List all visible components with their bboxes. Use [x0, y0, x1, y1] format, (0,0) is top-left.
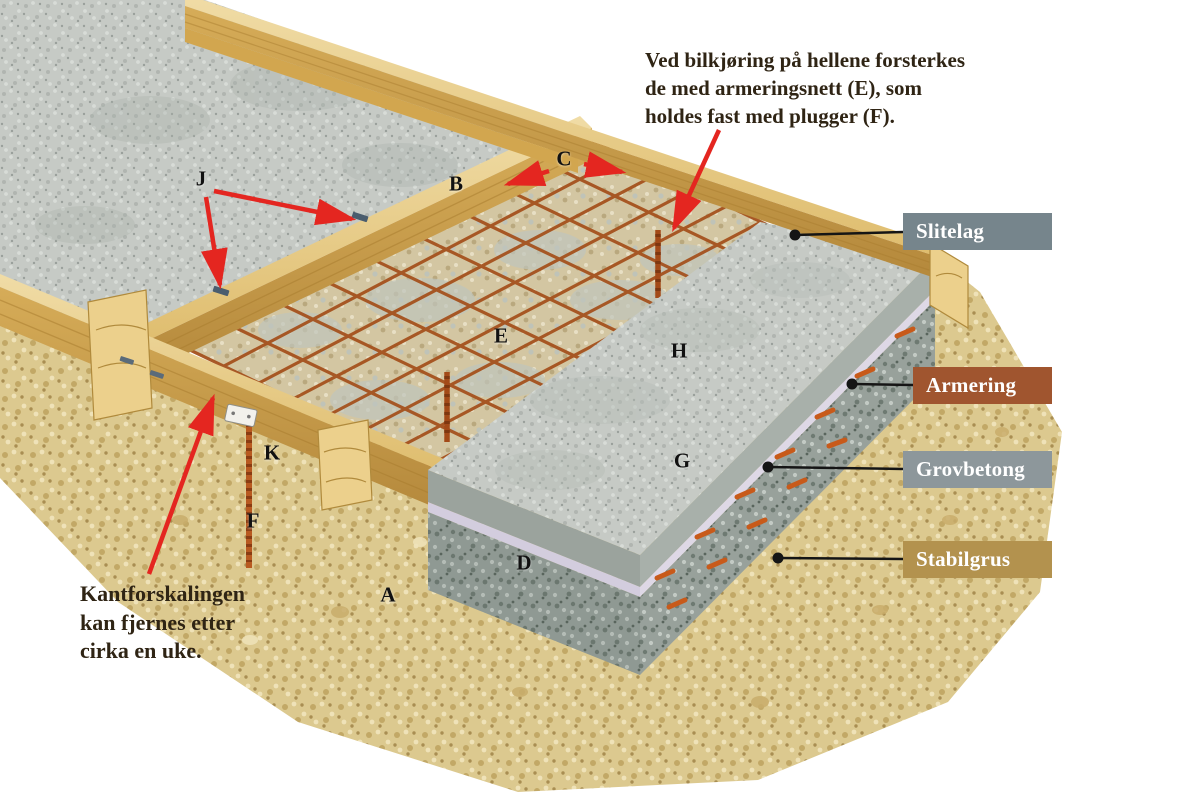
arrow-J-right: [213, 188, 357, 226]
part-label-C: C: [556, 146, 572, 171]
formwork-note: Kantforskalingen kan fjernes etter cirka…: [80, 581, 246, 664]
arrow-C-left: [503, 160, 550, 187]
stabilgrus-dot: [772, 552, 784, 564]
driving-note: Ved bilkjøring på hellene forsterkes de …: [645, 48, 966, 129]
layer-badge-slitelag: Slitelag: [903, 213, 1052, 250]
layer-badge-grovbetong: Grovbetong: [903, 451, 1052, 488]
white-clip: [224, 403, 258, 427]
far-formwork-rail: [184, 0, 969, 330]
grovbetong-dot: [762, 461, 774, 473]
part-label-K: K: [263, 440, 281, 465]
anchor-plugs: [444, 230, 661, 442]
part-label-H: H: [670, 338, 688, 363]
part-label-A: A: [380, 582, 396, 607]
part-label-E: E: [493, 323, 509, 348]
slitelag-connector: [794, 230, 904, 237]
part-label-D: D: [516, 550, 532, 575]
arrow-note-to-formwork: [146, 393, 216, 575]
rebar-tips: [654, 326, 916, 610]
part-label-F: F: [246, 508, 260, 533]
layer-badge-stabilgrus: Stabilgrus: [903, 541, 1052, 578]
red-arrows: [146, 129, 722, 575]
slitelag-dot: [789, 229, 801, 241]
arrow-note-to-mesh: [671, 129, 722, 233]
part-label-G: G: [673, 448, 691, 473]
stabilgrus-connector: [777, 556, 904, 561]
armering-dot: [846, 378, 858, 390]
layer-badge-armering: Armering: [913, 367, 1052, 404]
arrow-C-right: [583, 151, 627, 178]
plug-and-clip: [224, 403, 258, 568]
arrow-J-down: [201, 196, 228, 290]
board-end-grain: [87, 289, 373, 511]
badge-connectors: [762, 229, 914, 564]
slab-cross-section: [428, 222, 935, 675]
armering-connector: [851, 382, 914, 387]
middle-formwork-rail: [124, 116, 593, 378]
part-label-B: B: [448, 171, 464, 196]
grovbetong-connector: [767, 465, 904, 471]
part-label-J: J: [195, 166, 207, 191]
